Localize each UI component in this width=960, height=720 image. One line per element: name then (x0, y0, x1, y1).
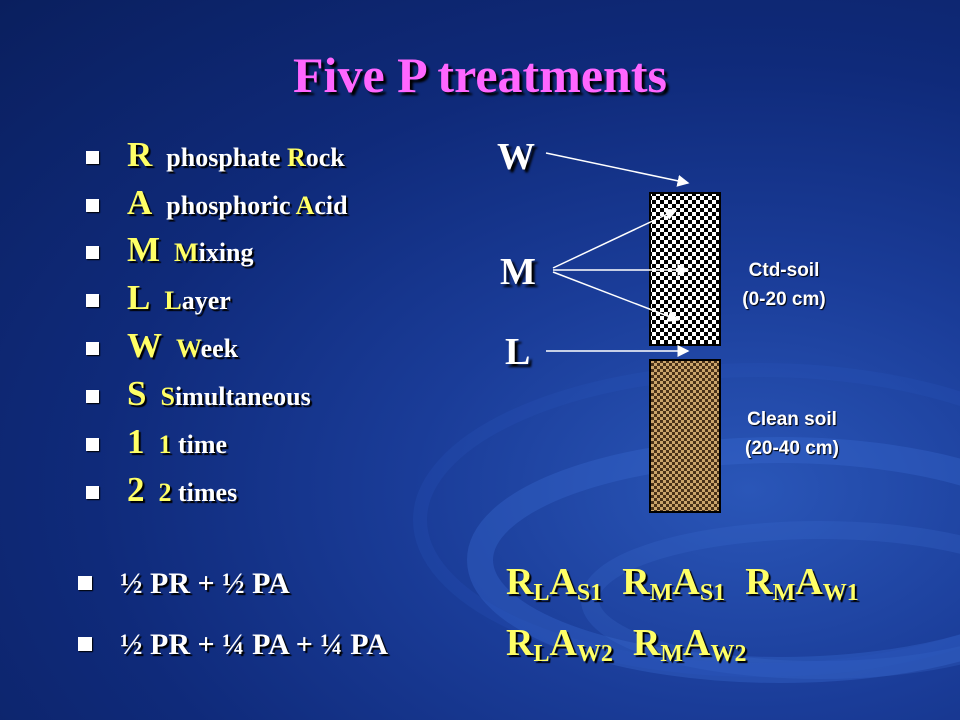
combo-row-2-codes: RLAW2 RMAW2 (506, 621, 746, 668)
slide-title: Five P treatments (293, 47, 667, 103)
lower-soil-label: Clean soil (20-40 cm) (745, 409, 839, 459)
treatment-code: RMAS1 (622, 561, 726, 606)
bullet-square-icon (86, 437, 99, 451)
treatment-code: RLAS1 (506, 561, 603, 606)
bullet-square-icon (78, 637, 92, 652)
upper-soil-label: Ctd-soil (0-20 cm) (742, 260, 826, 310)
combo-row-1-codes: RLAS1 RMAS1 RMAW1 (506, 560, 859, 607)
label-m: M (500, 251, 536, 293)
bullet-square-icon (86, 389, 99, 403)
combo-row-1-text: ½ PR + ½ PA (78, 567, 290, 601)
bullet-square-icon (86, 485, 99, 499)
label-l: L (505, 331, 531, 373)
arrow-m-bottom (552, 271, 680, 322)
treatment-code: RLAW2 (506, 622, 613, 667)
clean-soil-layer (649, 359, 721, 513)
treatment-code: RMAW2 (632, 622, 747, 667)
bullet-square-icon (86, 341, 99, 355)
bullet-square-icon (86, 198, 99, 212)
bullet-square-icon (78, 576, 92, 591)
bullet-square-icon (86, 245, 99, 259)
arrow-w (545, 152, 690, 187)
contaminated-soil-layer (649, 192, 721, 346)
treatment-code: RMAW1 (745, 561, 859, 606)
label-w: W (497, 136, 535, 178)
combo-row-2-text: ½ PR + ¼ PA + ¼ PA (78, 628, 388, 662)
arrow-m-top (552, 209, 678, 269)
bullet-square-icon (86, 293, 99, 307)
bullet-square-icon (86, 150, 99, 164)
